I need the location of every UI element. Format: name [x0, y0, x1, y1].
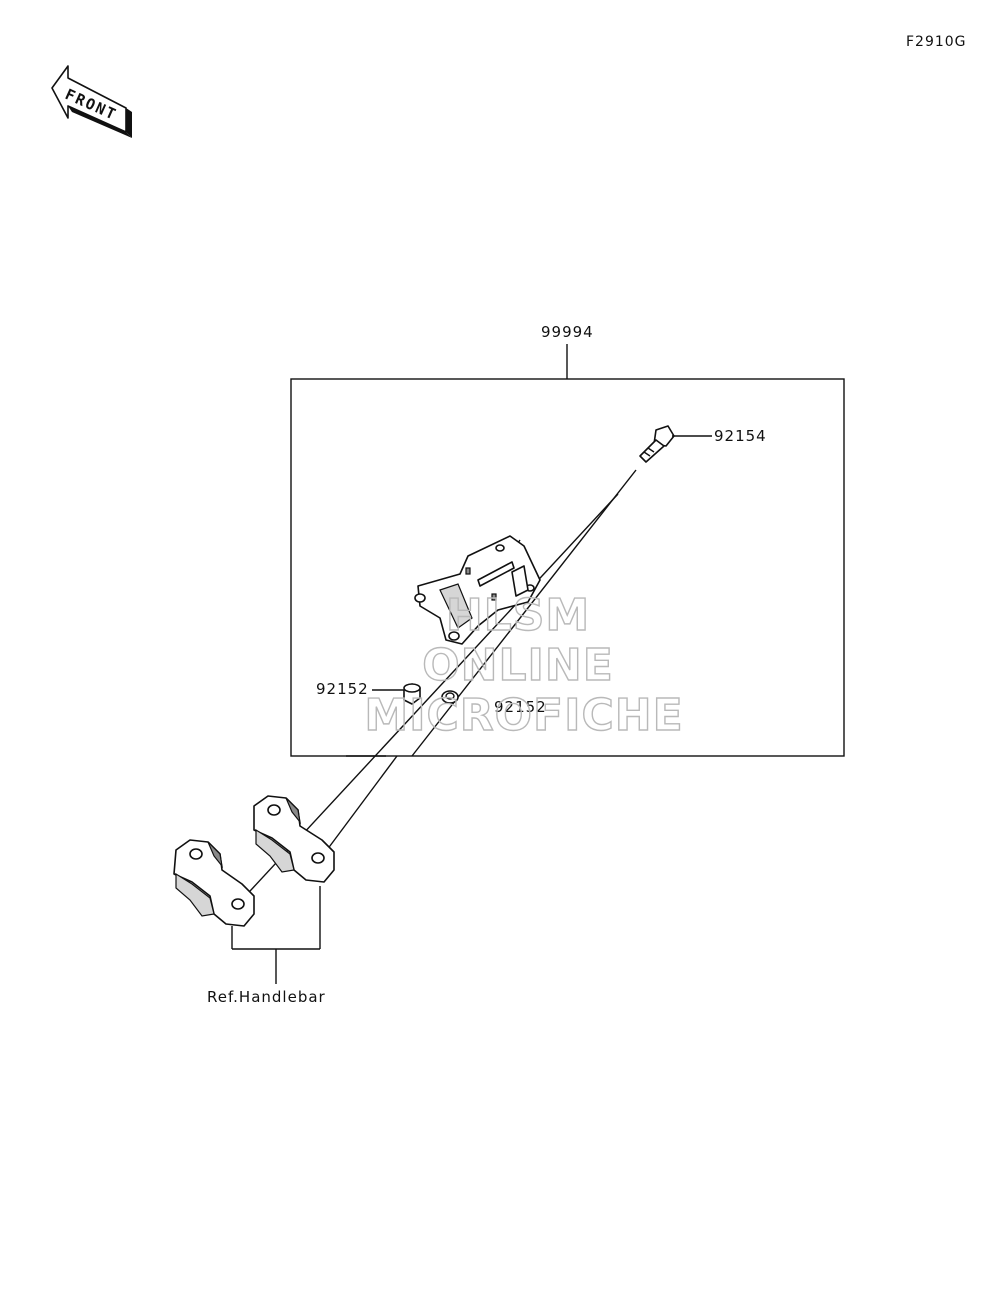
handlebar-clamp-upper: [253, 795, 335, 883]
kit-box: 99994: [290, 323, 845, 757]
watermark-line-3: MICROFICHE: [364, 690, 683, 741]
collar-left-92152: 92152: [316, 680, 421, 705]
collar-left-part-number: 92152: [316, 680, 369, 698]
mounting-bracket: [414, 535, 541, 645]
bolt-92154: 92154: [639, 425, 767, 463]
bolt-part-number: 92154: [714, 427, 767, 445]
reference-label: Ref.Handlebar: [207, 988, 326, 1006]
reference-leader: Ref.Handlebar: [207, 886, 326, 1006]
collar-right-92152: 92152: [441, 690, 547, 716]
watermark: HLSM ONLINE MICROFICHE: [364, 589, 684, 741]
front-arrow-icon: FRONT: [51, 65, 132, 138]
figure-code: F2910G: [906, 34, 967, 50]
kit-part-number: 99994: [541, 323, 594, 341]
watermark-line-2: ONLINE: [422, 640, 614, 691]
collar-right-part-number: 92152: [494, 698, 547, 716]
handlebar-clamp-lower: [173, 839, 255, 927]
watermark-line-1: HLSM: [446, 590, 590, 641]
